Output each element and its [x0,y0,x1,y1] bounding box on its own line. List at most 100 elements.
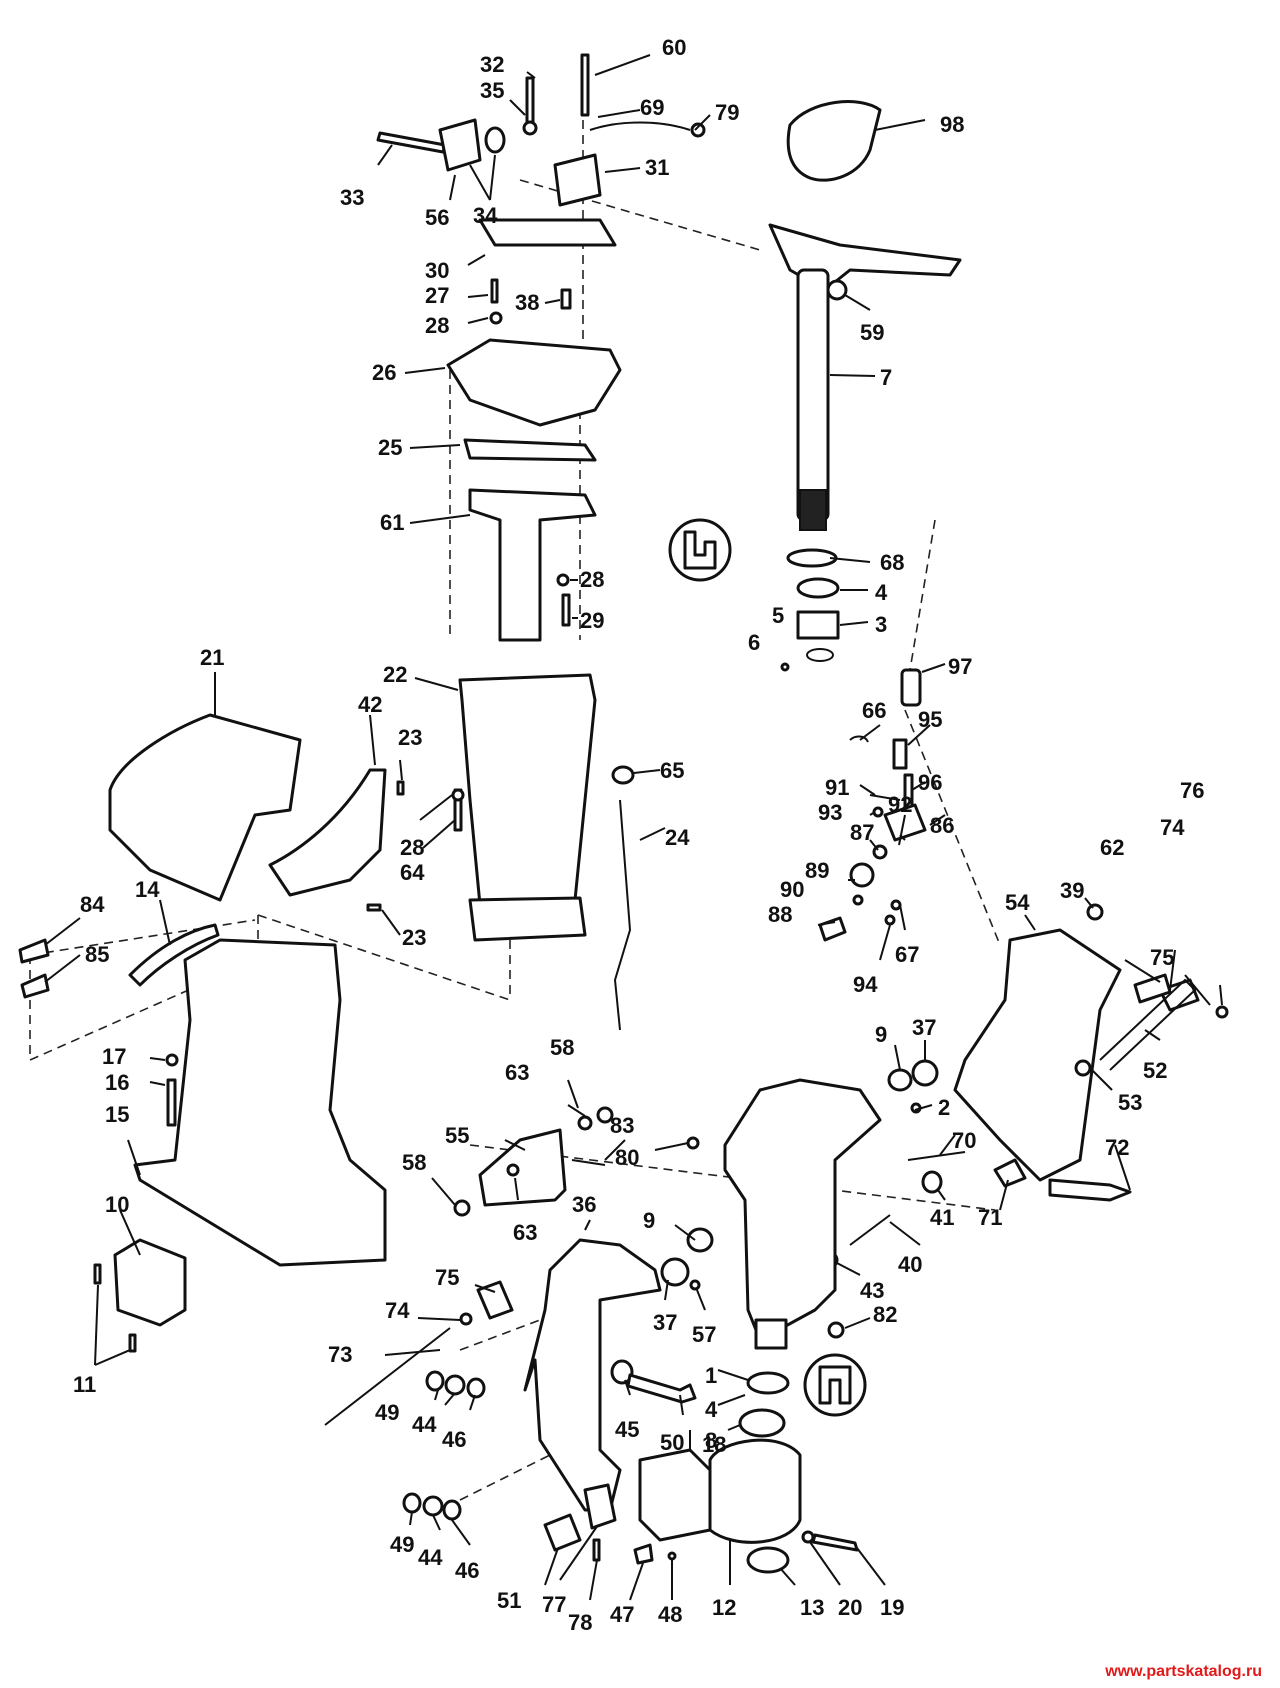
callout-37-lower: 37 [653,1310,677,1335]
callout-25: 25 [378,435,402,460]
callout-44: 44 [412,1412,437,1437]
callout-46-lower: 46 [455,1558,479,1583]
part-44-nut-a [444,1374,466,1396]
part-32-screw [525,76,535,125]
part-20-washer [801,1530,815,1544]
callout-26: 26 [372,360,396,385]
part-51-pad [543,1513,582,1552]
callout-49: 49 [375,1400,399,1425]
part-28-washer-c [451,788,465,802]
callout-48: 48 [658,1602,682,1627]
callout-17: 17 [102,1044,126,1069]
part-83-pin [571,1159,606,1166]
callout-87: 87 [850,820,874,845]
part-46-washer-b [442,1499,462,1521]
part-5-oring [806,648,834,662]
part-80-screw [686,1136,700,1150]
callout-61: 61 [380,510,404,535]
callout-33: 33 [340,185,364,210]
callout-5: 5 [772,603,784,628]
part-61-exhaust-housing [468,488,597,642]
part-16-bolt [166,1078,177,1127]
part-91-rod [869,794,901,801]
callout-58-lower: 58 [402,1150,426,1175]
leader-lines [44,54,1223,1601]
part-30-gasket [478,218,617,247]
callout-76: 76 [1180,778,1204,803]
callout-96: 96 [918,770,942,795]
callout-49-lower: 49 [390,1532,414,1557]
part-1-swivel-bracket [723,1078,882,1342]
callout-6: 6 [748,630,760,655]
part-45-washer [610,1359,634,1385]
callout-40: 40 [898,1252,922,1277]
callout-labels: 1 2 3 4 4 5 6 7 8 9 9 10 11 12 13 14 15 … [73,35,1204,1635]
part-68-washer [786,548,838,568]
part-47-clip [633,1543,654,1565]
callout-79: 79 [715,100,739,125]
part-22-exhaust-tube [458,673,597,907]
callout-28-mid: 28 [580,567,604,592]
part-40-pin [849,1214,891,1246]
callout-91: 91 [825,775,849,800]
callout-95: 95 [918,707,942,732]
part-92-link [898,814,906,846]
part-95-connector [892,738,908,770]
callout-92: 92 [888,792,912,817]
callout-24: 24 [665,825,690,850]
callout-70: 70 [952,1128,976,1153]
callout-8: 8 [705,1428,717,1453]
part-13-bushing [746,1546,790,1574]
part-42-cover [268,768,387,897]
part-63-washer-a [577,1115,593,1131]
part-7-shaft [796,268,830,522]
part-24-water-tube [613,799,632,1031]
callout-43: 43 [860,1278,884,1303]
part-56-plate [438,118,482,172]
callout-4: 4 [875,580,888,605]
part-97-knob [900,668,922,707]
callout-78: 78 [568,1610,592,1635]
part-63-washer-b [506,1163,520,1177]
callout-23: 23 [398,725,422,750]
callout-57: 57 [692,1322,716,1347]
part-84-clip [18,938,50,964]
callout-31: 31 [645,155,669,180]
part-71-clip [993,1158,1027,1188]
callout-51: 51 [497,1588,521,1613]
part-98-cover [786,100,882,182]
part-6-pin [780,662,790,672]
callout-90: 90 [780,877,804,902]
callout-84: 84 [80,892,105,917]
callout-83: 83 [610,1113,634,1138]
callout-4-lower: 4 [705,1397,718,1422]
callout-75-left: 75 [435,1265,459,1290]
callout-3: 3 [875,612,887,637]
part-58-bolt-a [596,1106,614,1124]
callout-2: 2 [938,1095,950,1120]
callout-52: 52 [1143,1058,1167,1083]
callout-12: 12 [712,1595,736,1620]
callout-23-lower: 23 [402,925,426,950]
part-55-bracket [478,1128,567,1207]
callout-98: 98 [940,112,964,137]
callout-46: 46 [442,1427,466,1452]
callout-22: 22 [383,662,407,687]
part-23-screw-b [366,903,382,912]
callout-80: 80 [615,1145,639,1170]
part-76-nut [1215,1005,1229,1019]
part-52-tilt-rod [1099,978,1197,1071]
part-94-screw [884,914,896,926]
callout-86: 86 [930,813,954,838]
part-82-screw [827,1321,845,1339]
part-3-bushing [796,610,840,640]
part-23-screw-a [396,780,405,796]
part-37-washer-b [660,1257,690,1287]
callout-18: 18 [702,1432,726,1457]
part-25-gasket [463,438,597,462]
part-4-seal-lower [746,1371,790,1395]
part-8-bushing [738,1408,786,1438]
part-drawings [18,53,1229,1574]
part-28-washer-b [556,573,570,587]
callout-65: 65 [660,758,684,783]
